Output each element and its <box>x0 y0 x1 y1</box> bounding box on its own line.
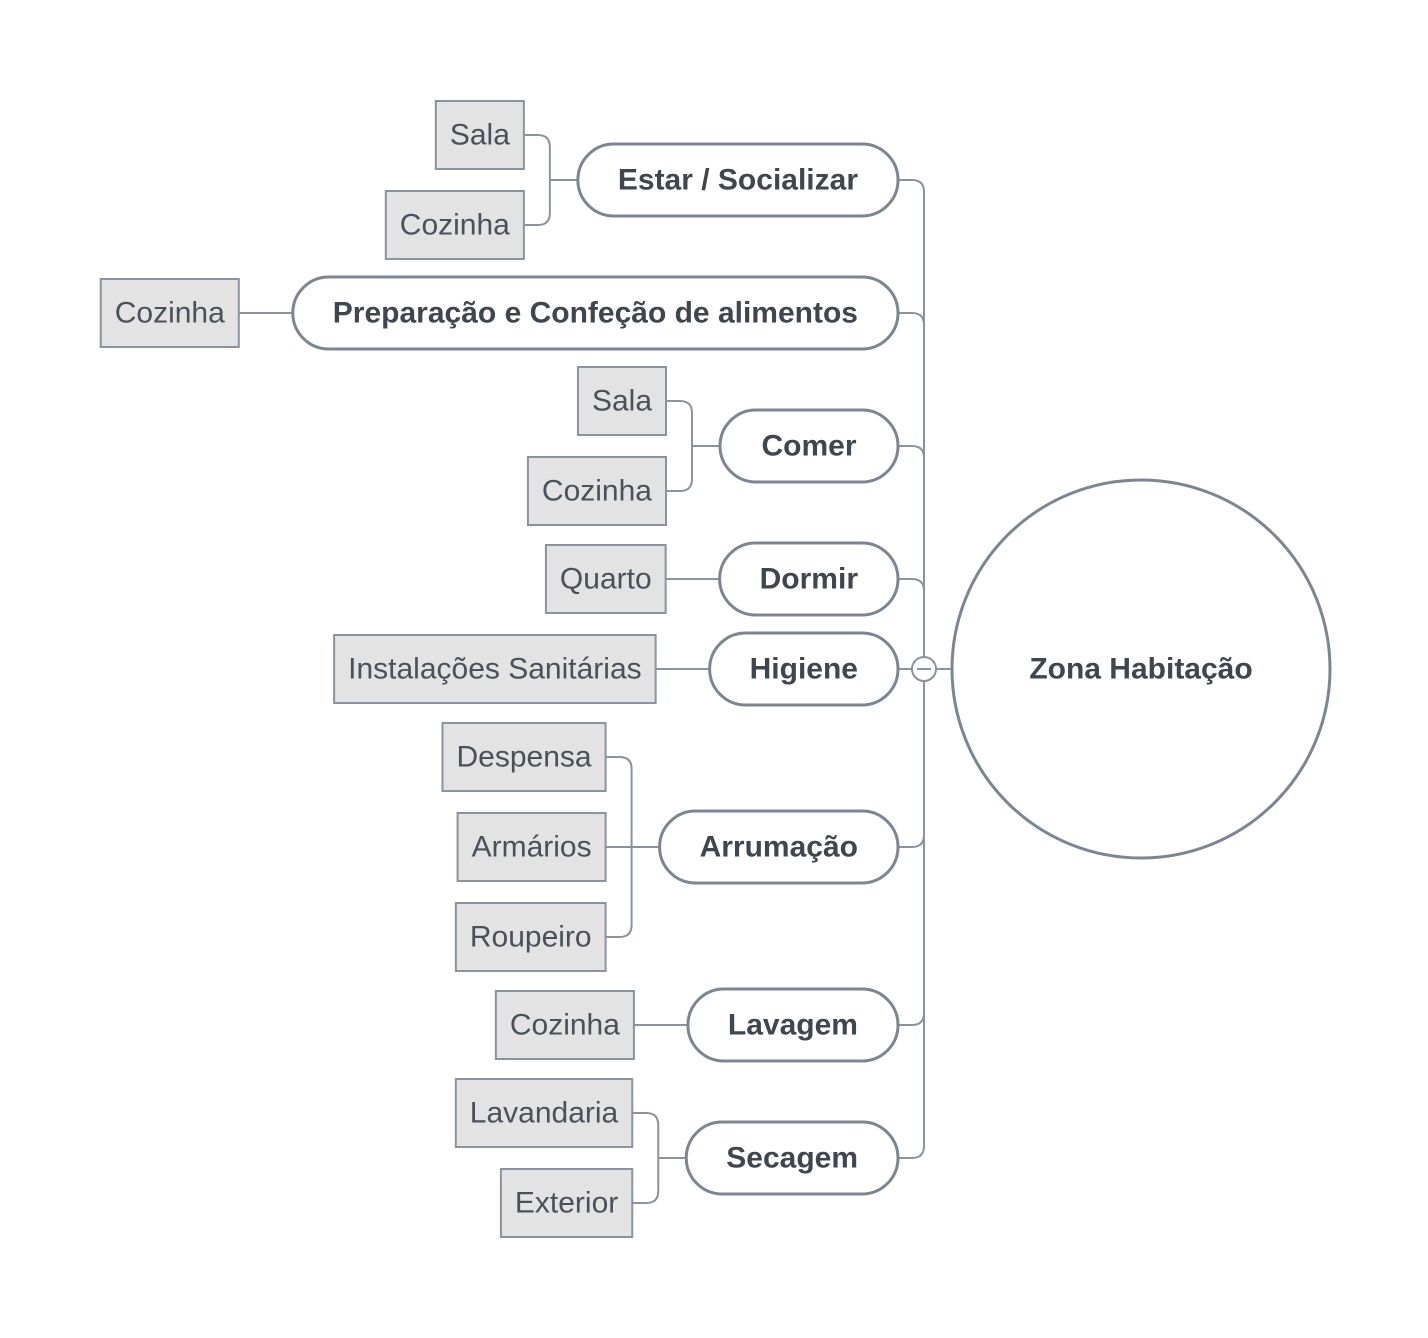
leaf-label: Exterior <box>515 1187 618 1220</box>
branch-label: Higiene <box>750 653 858 686</box>
leaf-node-cozinha[interactable]: Cozinha <box>494 990 635 1060</box>
leaf-box <box>333 634 657 704</box>
branch-label: Arrumação <box>700 831 858 864</box>
leaf-box <box>434 100 525 170</box>
branch-label: Estar / Socializar <box>618 164 858 197</box>
root-node[interactable]: Zona Habitação <box>950 478 1332 860</box>
branch-connector-comer <box>898 445 925 459</box>
branch-node-higiene[interactable]: Higiene <box>708 631 900 707</box>
branch-label: Secagem <box>726 1142 858 1175</box>
leaf-node-cozinha[interactable]: Cozinha <box>99 278 240 348</box>
branch-pill <box>708 631 900 707</box>
leaf-bracket <box>632 1112 660 1204</box>
branch-pill <box>658 809 900 885</box>
branch-node-secagem[interactable]: Secagem <box>684 1120 900 1196</box>
branch-pill <box>718 541 900 617</box>
branch-pill <box>576 142 900 218</box>
leaf-box <box>99 278 240 348</box>
branch-pill <box>686 987 900 1063</box>
branch-node-estar-socializar[interactable]: Estar / Socializar <box>576 142 900 218</box>
branch-connector-preparacao-e-confecao-de-alimentos <box>898 312 925 326</box>
leaf-label: Quarto <box>560 563 652 596</box>
leaf-box <box>384 190 525 260</box>
leaf-bracket <box>605 756 633 938</box>
branch-connector-estar-socializar <box>898 179 925 193</box>
leaf-node-sala[interactable]: Sala <box>576 366 667 436</box>
leaf-label: Despensa <box>457 741 592 774</box>
leaf-node-lavandaria[interactable]: Lavandaria <box>454 1078 634 1148</box>
branch-node-arrumacao[interactable]: Arrumação <box>658 809 900 885</box>
root-node-label: Zona Habitação <box>1029 653 1252 686</box>
leaf-label: Sala <box>592 385 652 418</box>
leaf-node-exterior[interactable]: Exterior <box>499 1168 634 1238</box>
leaf-label: Cozinha <box>542 475 652 508</box>
leaf-node-cozinha[interactable]: Cozinha <box>384 190 525 260</box>
branch-connector-lavagem <box>898 1012 925 1026</box>
leaf-label: Cozinha <box>510 1009 620 1042</box>
leaf-label: Sala <box>450 119 510 152</box>
leaf-label: Cozinha <box>400 209 510 242</box>
leaf-node-armarios[interactable]: Armários <box>456 812 607 882</box>
branch-pill <box>684 1120 900 1196</box>
leaf-box <box>499 1168 634 1238</box>
leaf-node-despensa[interactable]: Despensa <box>441 722 607 792</box>
leaf-box <box>576 366 667 436</box>
leaf-box <box>456 812 607 882</box>
branch-label: Comer <box>761 430 856 463</box>
branch-pill <box>718 408 900 484</box>
branch-label: Preparação e Confeção de alimentos <box>333 297 858 330</box>
branch-connector-secagem <box>898 1145 925 1159</box>
leaf-label: Instalações Sanitárias <box>348 653 642 686</box>
root-node-circle <box>950 478 1332 860</box>
branch-label: Lavagem <box>728 1009 858 1042</box>
collapse-minus-icon[interactable] <box>911 656 937 682</box>
leaf-bracket <box>666 400 693 492</box>
leaf-node-instalacoes-sanitarias[interactable]: Instalações Sanitárias <box>333 634 657 704</box>
leaf-box <box>454 1078 634 1148</box>
leaf-label: Lavandaria <box>470 1097 619 1130</box>
leaf-node-roupeiro[interactable]: Roupeiro <box>454 902 607 972</box>
leaf-node-cozinha[interactable]: Cozinha <box>526 456 667 526</box>
leaf-box <box>544 544 667 614</box>
branch-node-dormir[interactable]: Dormir <box>718 541 900 617</box>
leaf-node-quarto[interactable]: Quarto <box>544 544 667 614</box>
leaf-label: Cozinha <box>115 297 225 330</box>
branch-label: Dormir <box>760 563 859 596</box>
branch-node-comer[interactable]: Comer <box>718 408 900 484</box>
leaf-label: Roupeiro <box>470 921 592 954</box>
leaf-label: Armários <box>472 831 592 864</box>
branch-node-lavagem[interactable]: Lavagem <box>686 987 900 1063</box>
leaf-bracket <box>523 134 551 226</box>
leaf-box <box>441 722 607 792</box>
branch-connector-arrumacao <box>898 834 925 848</box>
leaf-box <box>526 456 667 526</box>
leaf-box <box>494 990 635 1060</box>
branch-node-preparacao-e-confecao-de-alimentos[interactable]: Preparação e Confeção de alimentos <box>291 275 900 351</box>
leaf-box <box>454 902 607 972</box>
branch-pill <box>291 275 900 351</box>
branch-connector-dormir <box>898 578 925 592</box>
leaf-node-sala[interactable]: Sala <box>434 100 525 170</box>
